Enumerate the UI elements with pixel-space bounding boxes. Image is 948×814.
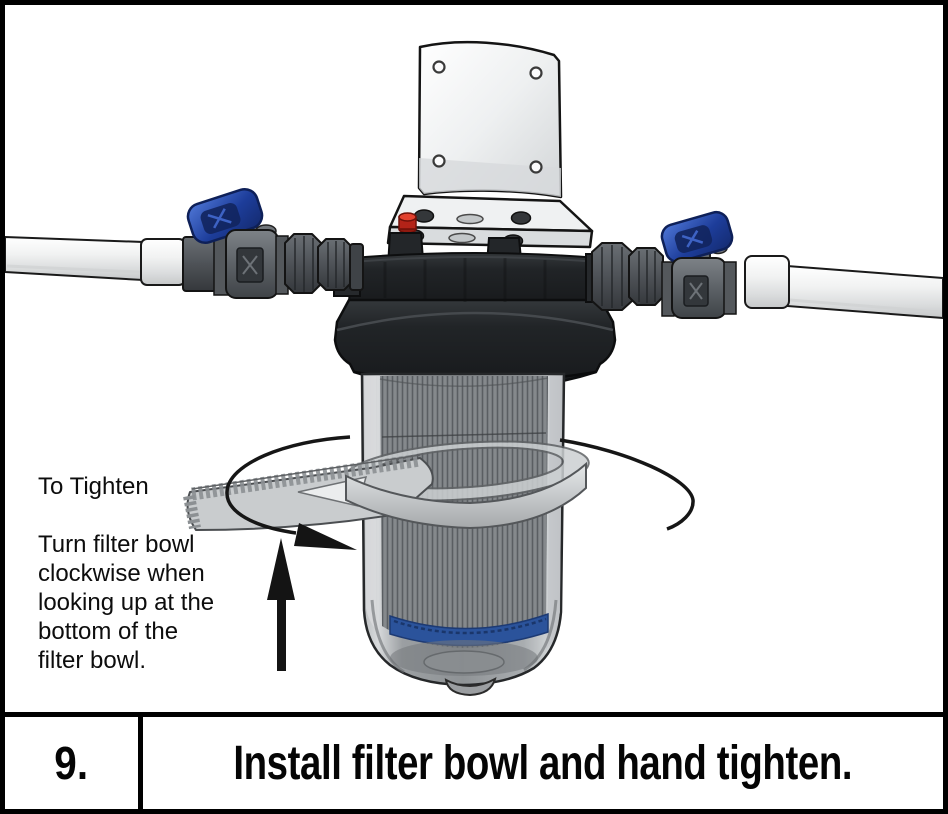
left-union xyxy=(284,233,364,294)
pressure-release-button xyxy=(398,212,417,234)
annotation-line: filter bowl. xyxy=(38,647,147,674)
left-pipe-shade xyxy=(6,264,141,274)
bracket-hole xyxy=(529,160,543,174)
annotation-heading: To Tighten xyxy=(38,473,149,500)
wrench-end-teeth xyxy=(183,494,201,530)
rotation-arc-left xyxy=(225,435,351,535)
right-piping xyxy=(591,210,943,320)
inlet-valve xyxy=(182,187,289,299)
valve-outlet-ring xyxy=(723,261,737,315)
cartridge-top-arc xyxy=(379,377,549,387)
right-pipe-shade xyxy=(789,298,941,314)
head-ribs xyxy=(383,258,547,302)
bowl-wall-arc-right xyxy=(523,599,558,672)
annotation-line: looking up at the xyxy=(38,589,215,616)
up-arrow xyxy=(267,538,295,671)
filter-wrench xyxy=(183,440,590,531)
step-number-cell: 9. xyxy=(5,717,143,809)
bowl-bottom-ring xyxy=(423,650,505,674)
bowl-bottom-nub xyxy=(444,677,497,697)
rotation-arrow xyxy=(225,435,695,550)
tighten-annotation: To Tighten Turn filter bowl clockwise wh… xyxy=(38,472,214,675)
bracket-hole xyxy=(529,66,543,80)
annotation-line: Turn filter bowl xyxy=(38,531,195,558)
bracket-slot xyxy=(448,232,476,244)
step-caption-row: 9. Install filter bowl and hand tighten. xyxy=(5,712,943,809)
bracket-plate-shadow xyxy=(419,158,561,197)
bracket-hole xyxy=(432,154,446,168)
wrench-handle-teeth-edge xyxy=(191,454,421,490)
rotation-arrowhead xyxy=(294,523,357,550)
outlet-valve xyxy=(660,210,737,319)
step-number: 9. xyxy=(54,737,89,789)
bracket-slot xyxy=(456,213,484,225)
right-union xyxy=(591,242,664,311)
step-text-cell: Install filter bowl and hand tighten. xyxy=(143,717,943,809)
filter-install-illustration xyxy=(5,40,943,697)
left-piping xyxy=(5,187,364,299)
annotation-line: clockwise when xyxy=(38,560,205,587)
valve-label-mark xyxy=(689,282,703,300)
bracket-hole xyxy=(432,60,446,74)
step-instruction: Install filter bowl and hand tighten. xyxy=(233,736,853,790)
bowl-wall-arc-left xyxy=(370,599,405,674)
wrench-band-front xyxy=(345,461,587,530)
head-rim-highlight xyxy=(336,311,614,332)
valve-handle-blue xyxy=(660,210,734,264)
rotation-arc-right xyxy=(559,438,695,531)
head-collar-highlight xyxy=(351,256,599,263)
blue-ring-pleat-edge xyxy=(393,617,547,635)
annotation-line: bottom of the xyxy=(38,618,179,645)
right-pipe-coupling xyxy=(744,255,790,309)
wrench-handle-teeth xyxy=(191,453,421,501)
valve-label-mark xyxy=(242,255,258,275)
cartridge-seam xyxy=(381,432,547,438)
